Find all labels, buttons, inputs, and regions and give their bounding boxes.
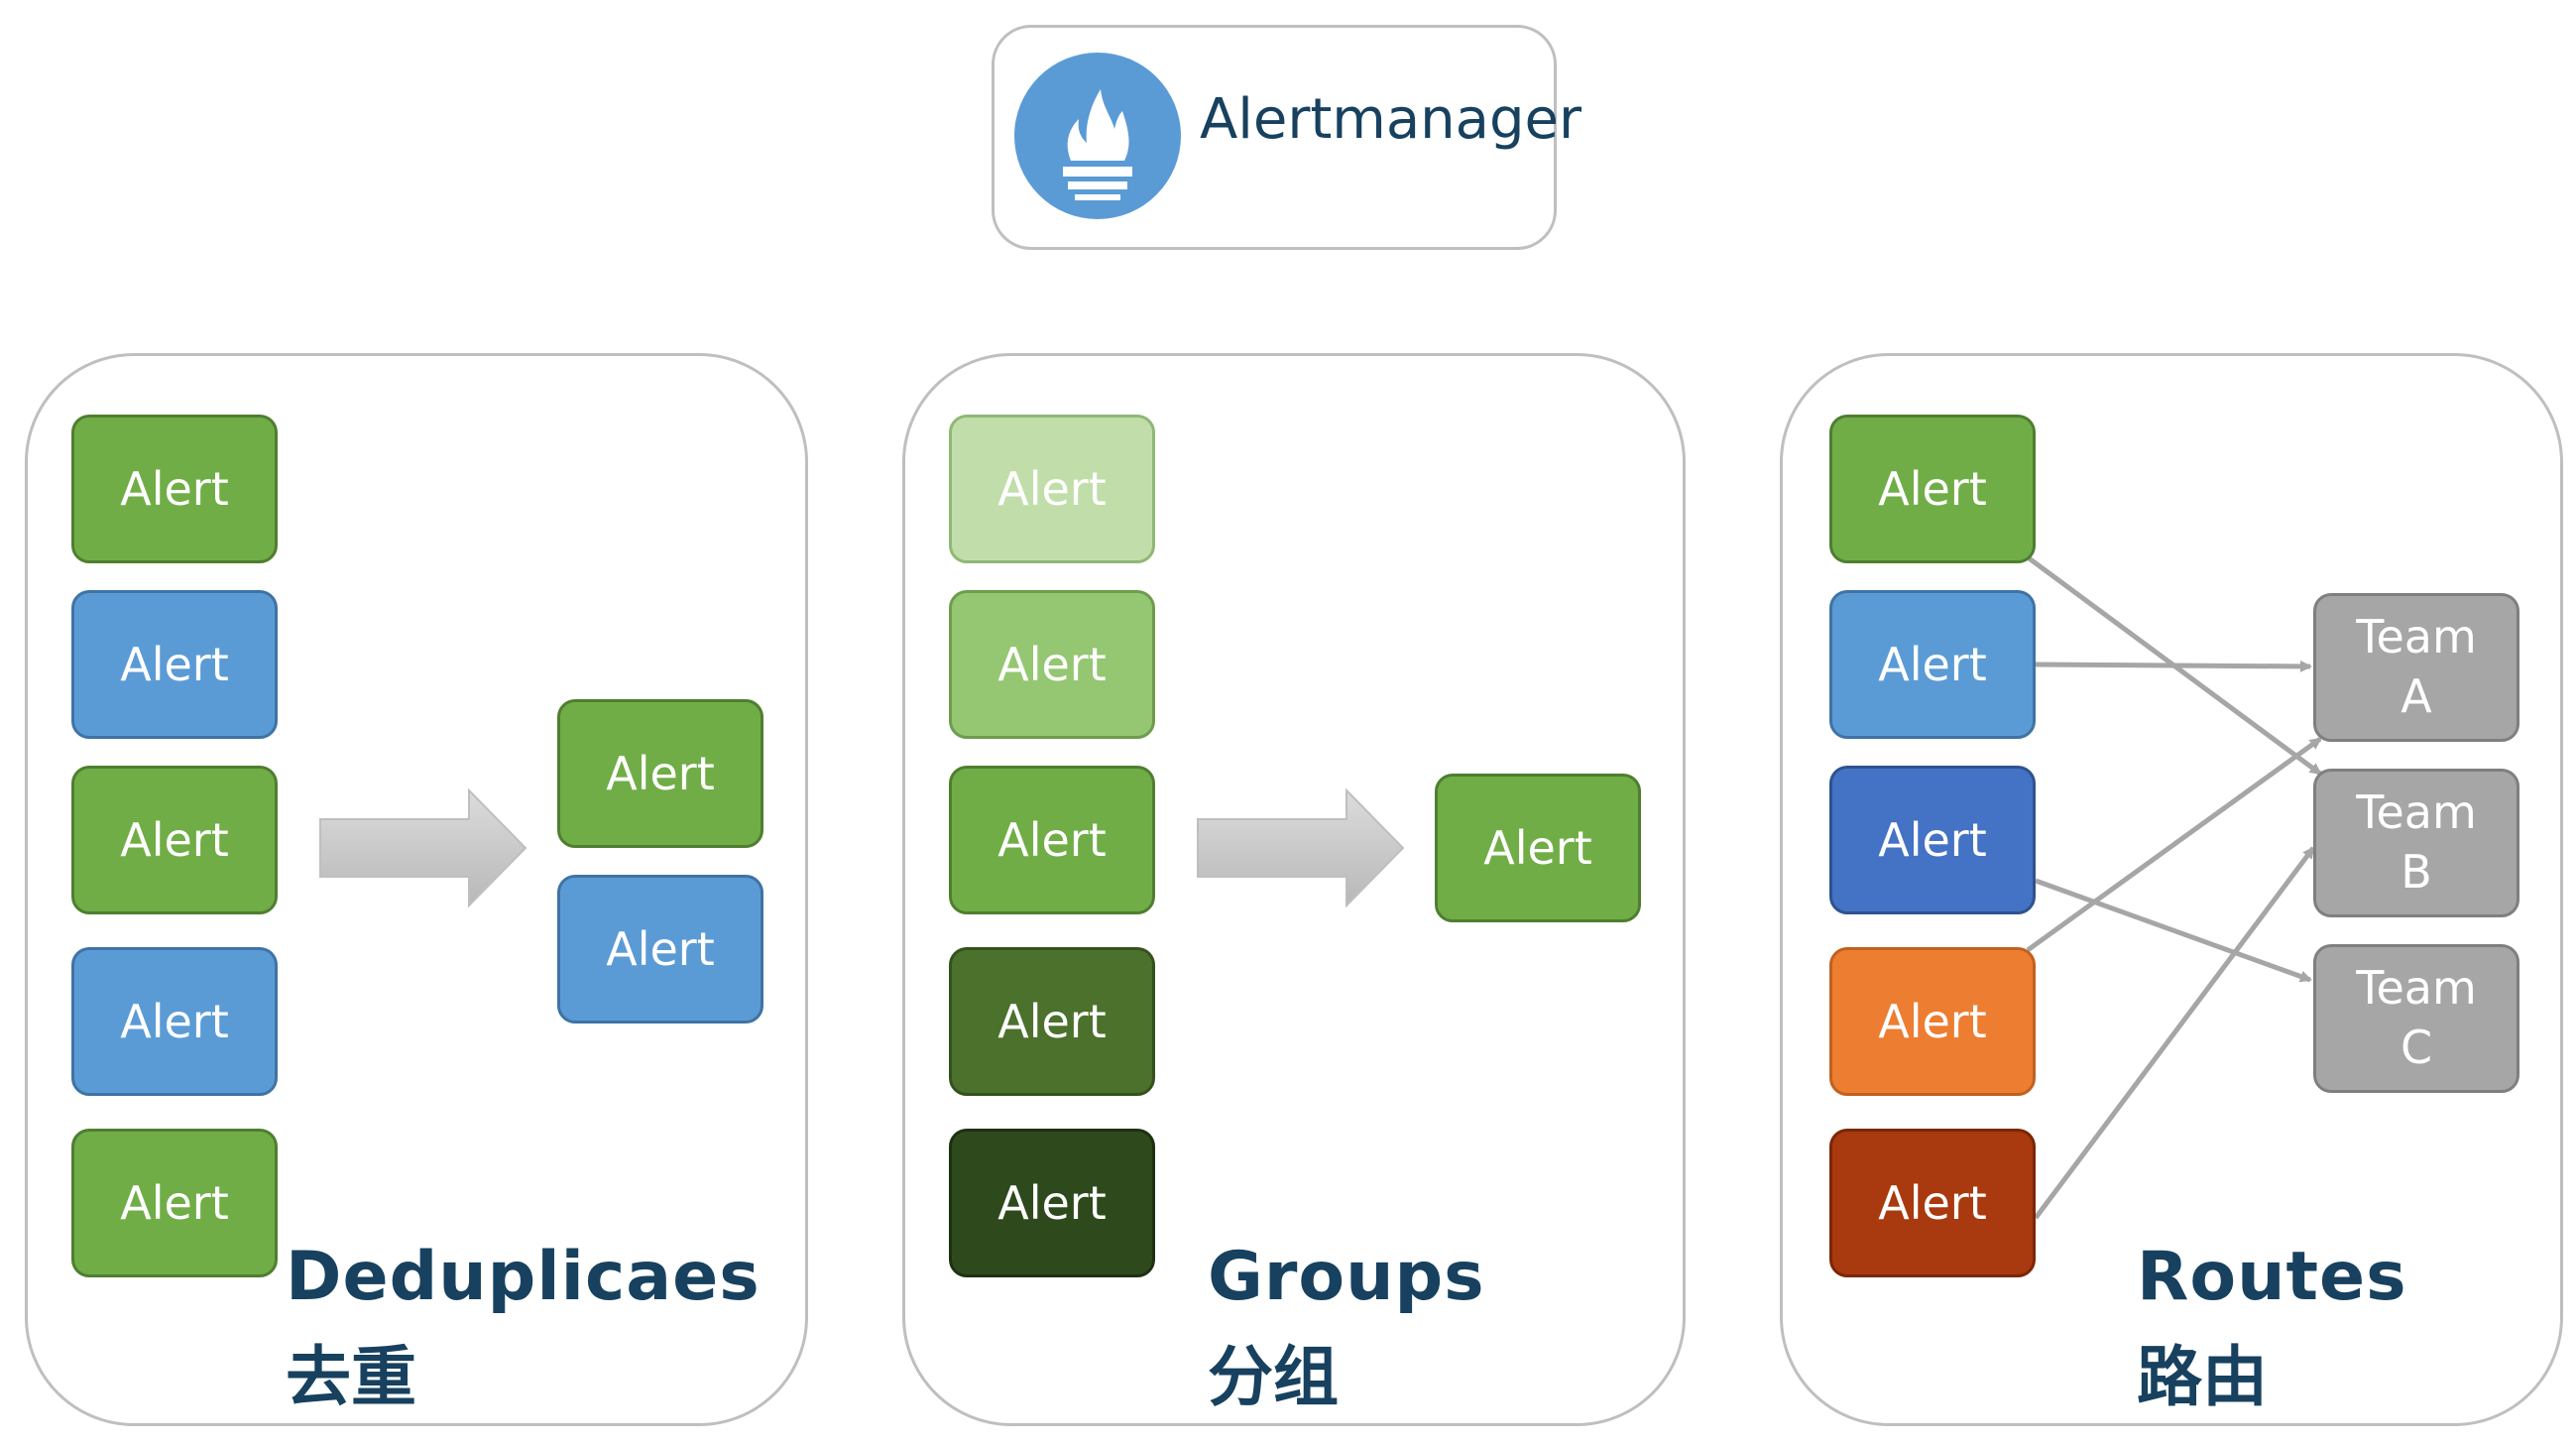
app-title: Alertmanager — [1200, 87, 1581, 152]
team-b-box: Team B — [2313, 769, 2519, 917]
group-arrow-icon — [1197, 787, 1405, 908]
team-a-box: Team A — [2313, 593, 2519, 742]
dedupe-input-alert-5: Alert — [71, 1129, 278, 1277]
team-b-label-line2: B — [2400, 845, 2432, 899]
group-input-alert-4: Alert — [949, 947, 1155, 1096]
team-c-box: Team C — [2313, 944, 2519, 1093]
group-output-alert: Alert — [1435, 774, 1641, 922]
route-input-alert-4: Alert — [1829, 947, 2036, 1096]
dedupe-input-alert-2: Alert — [71, 590, 278, 739]
team-c-label-line2: C — [2400, 1021, 2433, 1074]
groups-caption: Groups — [1208, 1238, 1485, 1316]
route-input-alert-5: Alert — [1829, 1129, 2036, 1277]
dedupe-arrow-icon — [319, 787, 527, 908]
route-input-alert-3: Alert — [1829, 766, 2036, 914]
prometheus-flame-icon — [1014, 53, 1181, 219]
dedupe-caption: Deduplicaes — [286, 1238, 761, 1316]
route-line-orange-to-team-a — [2026, 736, 2322, 953]
team-a-label-line2: A — [2400, 669, 2432, 723]
dedupe-input-alert-4: Alert — [71, 947, 278, 1096]
group-input-alert-3: Alert — [949, 766, 1155, 914]
routes-caption: Routes — [2137, 1238, 2407, 1316]
route-input-alert-1: Alert — [1829, 415, 2036, 563]
dedupe-input-alert-1: Alert — [71, 415, 278, 563]
dedupe-caption-cn: 去重 — [286, 1339, 416, 1415]
route-line-rust-to-team-b — [2034, 846, 2315, 1220]
route-input-alert-2: Alert — [1829, 590, 2036, 739]
team-c-label-line1: Team — [2356, 961, 2477, 1016]
team-b-label-line1: Team — [2356, 785, 2477, 840]
group-input-alert-5: Alert — [949, 1129, 1155, 1277]
dedupe-output-alert-1: Alert — [557, 699, 763, 848]
group-input-alert-2: Alert — [949, 590, 1155, 739]
dedupe-input-alert-3: Alert — [71, 766, 278, 914]
group-input-alert-1: Alert — [949, 415, 1155, 563]
team-a-label-line1: Team — [2356, 610, 2477, 664]
routes-caption-cn: 路由 — [2137, 1339, 2268, 1415]
route-line-blue-to-team-a — [2035, 660, 2312, 672]
dedupe-output-alert-2: Alert — [557, 875, 763, 1024]
route-line-darkblue-to-team-c — [2035, 878, 2312, 983]
groups-caption-cn: 分组 — [1208, 1339, 1339, 1415]
